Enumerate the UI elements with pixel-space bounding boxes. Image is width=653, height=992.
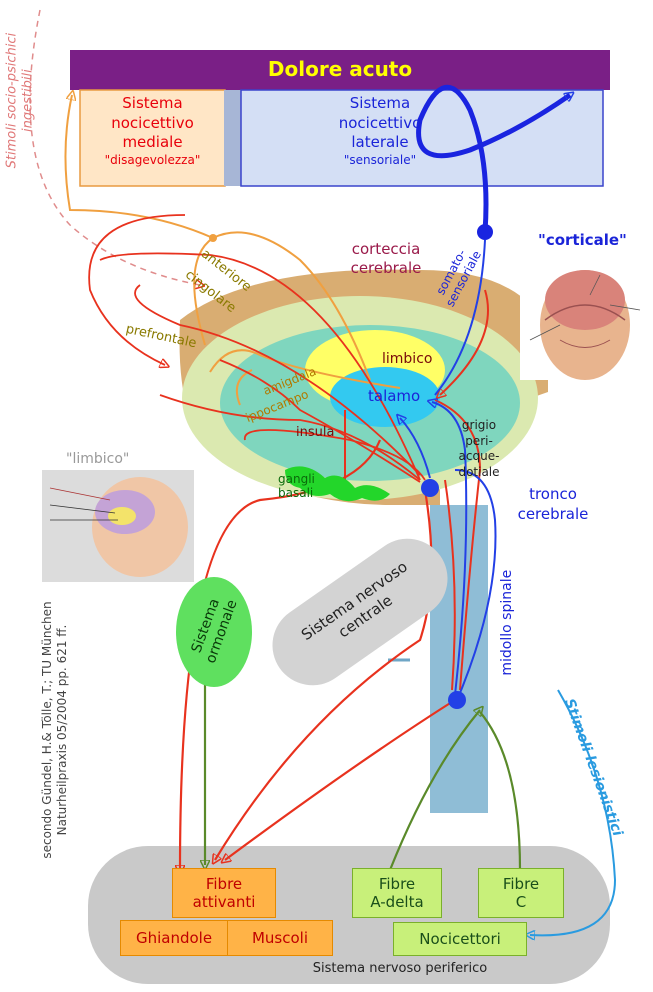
limbico-label: limbico [382, 352, 432, 367]
corteccia-label: corteccia cerebrale [336, 240, 436, 278]
corticale-caption: "corticale" [538, 232, 627, 249]
mediale-label: Sistema nocicettivo mediale "disagevolez… [80, 94, 225, 168]
muscoli-box: Muscoli [227, 920, 333, 956]
nocicettori-box: Nocicettori [393, 922, 527, 956]
grigio-label: grigio peri- acque- dotiale [450, 418, 508, 480]
periferico-label: Sistema nervoso periferico [270, 962, 530, 976]
credit-label: secondo Gündel, H.& Tölle, T.; TU Münche… [40, 545, 70, 915]
spinal-junction [448, 691, 466, 709]
fibre-attivanti-box: Fibre attivanti [172, 868, 276, 918]
fibre-c-box: Fibre C [478, 868, 564, 918]
psychic-stimuli-label: Stimoli socio-psichici ingestibili [4, 11, 35, 191]
laterale-label: Sistema nocicettivo laterale "sensoriale… [300, 94, 460, 168]
tronco-label: tronco cerebrale [508, 484, 598, 525]
pag-junction [421, 479, 439, 497]
gangli-label: gangli basali [278, 472, 315, 501]
fibre-adelta-box: Fibre A-delta [352, 868, 442, 918]
limbico-caption: "limbico" [66, 452, 129, 467]
ghiandole-box: Ghiandole [120, 920, 228, 956]
midollo-label: midollo spinale [500, 570, 515, 676]
page-title: Dolore acuto [70, 58, 610, 80]
talamo-label: talamo [368, 388, 420, 405]
mediale-quote: "disagevolezza" [80, 153, 225, 169]
laterale-quote: "sensoriale" [300, 153, 460, 169]
insula-label: insula [296, 426, 334, 440]
